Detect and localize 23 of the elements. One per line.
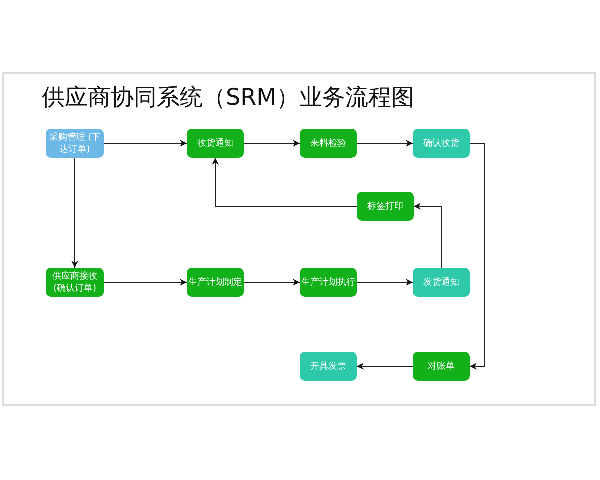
title: 供应商协同系统（SRM）业务流程图 — [42, 84, 414, 113]
arrow — [212, 158, 358, 207]
arrow — [356, 279, 414, 286]
process-box: 采购管理 (下达订单) — [46, 129, 104, 158]
arrow — [104, 140, 188, 147]
arrow — [244, 140, 300, 147]
process-box: 发货通知 — [413, 268, 470, 297]
process-box: 开具发票 — [300, 352, 357, 381]
arrow — [244, 279, 300, 286]
arrow — [104, 279, 188, 286]
process-box: 收货通知 — [187, 129, 244, 158]
arrow — [356, 363, 414, 370]
process-box: 对账单 — [413, 352, 470, 381]
process-box: 标签打印 — [357, 192, 414, 221]
process-box: 确认收货 — [413, 129, 470, 158]
process-box: 生产计划制定 — [187, 268, 244, 297]
arrow — [356, 140, 414, 147]
arrow — [414, 203, 442, 268]
process-box: 生产计划执行 — [300, 268, 357, 297]
process-box: 来料检验 — [300, 129, 357, 158]
arrow — [72, 158, 78, 268]
arrow — [470, 143, 486, 370]
process-box: 供应商接收 (确认订单) — [46, 268, 104, 297]
